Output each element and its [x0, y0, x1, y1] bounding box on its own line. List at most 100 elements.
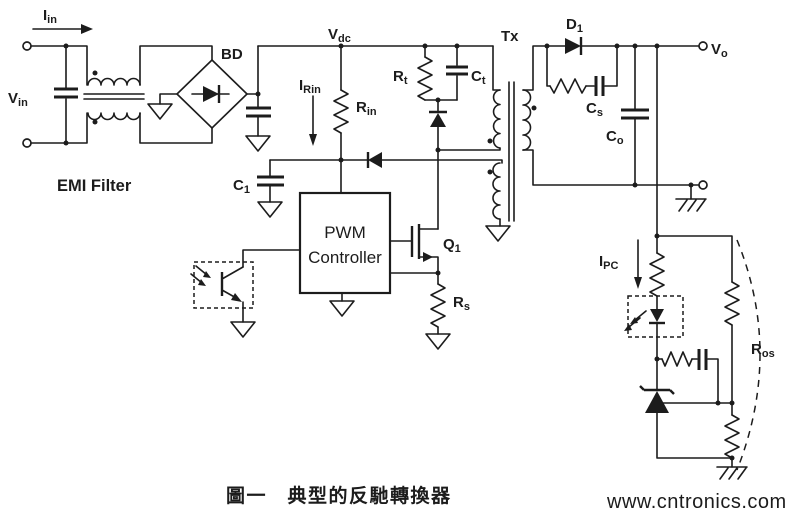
junction-dot: [632, 182, 638, 188]
vdc-label: Vdc: [328, 26, 351, 45]
choke-out-wire-top: [139, 45, 213, 86]
irin-arrowhead-icon: [309, 134, 317, 146]
pwm-controller: PWM Controller: [242, 191, 439, 317]
light-arrowhead-icon: [630, 317, 638, 324]
divider-top-wire: [656, 235, 733, 283]
ac-input: Iin Vin: [8, 7, 93, 148]
rin-label: Rin: [356, 99, 377, 118]
choke-top-winding: [87, 77, 141, 86]
rs-label: Rs: [453, 294, 470, 313]
primary-winding: [492, 89, 501, 149]
tx-label: Tx: [501, 28, 519, 45]
ground-icon: [245, 135, 271, 152]
light-arrowhead-icon: [203, 271, 211, 278]
co-label: Co: [606, 128, 624, 147]
vo-label: Vo: [711, 41, 728, 60]
shunt-anode-wire: [656, 412, 733, 459]
q1-label: Q1: [443, 236, 461, 255]
bridge-out-wire: [246, 45, 259, 95]
ros-label: Ros: [751, 341, 775, 360]
comp-cap: [697, 349, 708, 370]
return-terminal: [698, 180, 708, 190]
snubber-resistor: [549, 78, 587, 94]
c1-label: C1: [233, 177, 250, 196]
input-wire-bottom: [30, 112, 88, 144]
co-cap: [621, 108, 649, 120]
comp-resistor: [661, 351, 693, 367]
phase-dot: [92, 119, 98, 125]
divider-lower-resistor: [724, 414, 740, 459]
rt-label: Rt: [393, 68, 408, 87]
secondary-bottom-wire: [522, 149, 700, 186]
pwm-label-line2: Controller: [308, 248, 382, 267]
vo-terminal: [698, 41, 708, 51]
light-arrowhead-icon: [624, 324, 632, 331]
output-filter: Co Vo: [606, 41, 728, 212]
sense-resistor: Rs: [425, 272, 470, 350]
snubber-leads: [585, 45, 618, 87]
snubber-lead-left: [546, 45, 551, 87]
mosfet-q1: Q1: [410, 224, 461, 276]
input-cap: [54, 87, 78, 99]
vcc-diode-icon: [368, 152, 382, 168]
input-terminal-bottom: [22, 138, 32, 148]
tl431-shunt-icon: [645, 391, 669, 413]
junction-dot: [63, 43, 69, 49]
mosfet-source-lead: [418, 256, 439, 274]
rs-resistor: [430, 283, 446, 328]
opto-tx-box: [627, 295, 684, 338]
junction-dot: [715, 400, 721, 406]
chassis-ground-icon: [675, 198, 707, 212]
ipc-arrowhead-icon: [634, 277, 642, 289]
iin-arrowhead-icon: [81, 24, 93, 34]
source-arrowhead-icon: [423, 252, 433, 262]
ground-icon: [257, 201, 283, 218]
input-terminal-top: [22, 41, 32, 51]
pwm-label-line1: PWM: [324, 223, 366, 242]
pwm-controller-box: [298, 191, 392, 295]
choke-bottom-winding: [87, 112, 141, 121]
d1-diode-icon: [565, 38, 581, 54]
emi-filter: EMI Filter: [57, 45, 213, 195]
rt-resistor: [417, 56, 433, 101]
vin-label: Vin: [8, 90, 28, 109]
phototransistor-leads: [221, 266, 244, 323]
transformer-tx: Tx: [435, 28, 700, 242]
input-wire-top: [30, 45, 88, 86]
ground-icon: [230, 321, 256, 338]
emitter-arrowhead-icon: [231, 293, 242, 302]
d1-label: D1: [566, 16, 583, 35]
junction-dot: [63, 140, 69, 146]
secondary-winding: [522, 89, 532, 151]
feedback-pin-wire: [242, 249, 301, 268]
transformer-core: [508, 81, 515, 222]
phase-dot: [92, 70, 98, 76]
vcc-supply-line: C1: [233, 152, 503, 218]
tl431-cathode-bar: [639, 385, 675, 395]
opto-rx-box: [193, 261, 254, 309]
irin-label: IRin: [299, 77, 321, 96]
choke-core: [83, 93, 145, 100]
clamp-diode-icon: [430, 113, 446, 127]
bridge-diamond: [176, 59, 248, 129]
ground-icon: [425, 333, 451, 350]
feedback-network: IPC Ros: [599, 45, 775, 480]
startup-resistor: IRin Rin: [299, 45, 377, 194]
output-rectifier: D1 Cs: [544, 16, 700, 119]
phase-dot: [487, 169, 493, 175]
comp-cap-leads: [691, 358, 719, 404]
cs-label: Cs: [586, 100, 603, 119]
ground-icon: [329, 300, 355, 317]
chassis-ground-icon: [716, 466, 748, 480]
phase-dot: [487, 138, 493, 144]
ct-label: Ct: [471, 68, 486, 87]
light-arrowhead-icon: [198, 279, 206, 286]
c1-cap: [257, 175, 284, 187]
iin-label: Iin: [43, 7, 57, 26]
vcc-wire-right: [381, 159, 503, 164]
vdc-rail: Vdc: [257, 26, 494, 49]
phase-dot: [531, 105, 537, 111]
light-out-arrows: [628, 310, 647, 328]
